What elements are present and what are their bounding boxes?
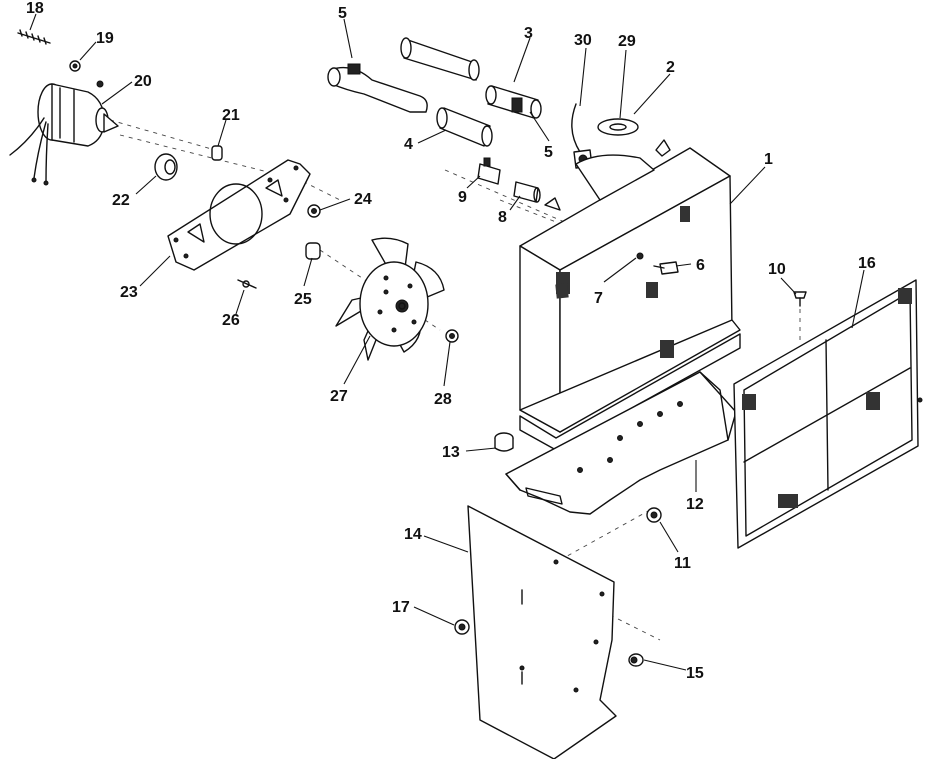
- callout-30: 30: [574, 32, 592, 49]
- part-11-nut: [646, 507, 662, 523]
- part-29-gasket: [597, 118, 639, 136]
- callout-15: 15: [686, 665, 704, 682]
- part-20-fan-motor: [9, 80, 119, 186]
- leader-lines: [29, 13, 865, 671]
- callout-20: 20: [134, 73, 152, 90]
- part-24-nut: [307, 204, 321, 218]
- callout-3: 3: [524, 25, 533, 42]
- part-26-pin: [237, 279, 257, 289]
- callout-21: 21: [222, 107, 240, 124]
- callout-5-upper: 5: [338, 5, 347, 22]
- callout-17: 17: [392, 599, 410, 616]
- part-5-hose-clamp-lower: [511, 97, 523, 113]
- part-19-washer: [69, 60, 81, 72]
- callout-22: 22: [112, 192, 130, 209]
- part-1-radiator: [519, 139, 741, 451]
- callout-7: 7: [594, 290, 603, 307]
- callout-9: 9: [458, 189, 467, 206]
- callout-19: 19: [96, 30, 114, 47]
- part-18-bolt: [17, 29, 51, 45]
- part-23-motor-bracket: [167, 159, 311, 271]
- callout-23: 23: [120, 284, 138, 301]
- callout-18: 18: [26, 0, 44, 17]
- callout-11: 11: [674, 555, 691, 572]
- part-14-side-panel: [467, 505, 617, 759]
- callout-1: 1: [764, 151, 773, 168]
- part-5-hose-clamp-upper: [327, 63, 428, 113]
- part-4-lower-hose: [436, 107, 493, 147]
- callout-6: 6: [696, 257, 705, 274]
- callout-25: 25: [294, 291, 312, 308]
- part-12-radiator-base: [505, 371, 737, 515]
- part-28-nut: [445, 329, 459, 343]
- part-17-nut: [454, 619, 470, 635]
- callout-24: 24: [354, 191, 372, 208]
- part-22-grommet: [154, 153, 178, 181]
- callout-5-lower: 5: [544, 144, 553, 161]
- part-15-plug: [628, 653, 644, 667]
- part-13-rubber-mount: [494, 432, 514, 452]
- part-10-screw: [793, 291, 807, 307]
- callout-4: 4: [404, 136, 413, 153]
- part-8-sleeve: [513, 181, 541, 203]
- part-27-fan-blade: [335, 237, 445, 361]
- callout-13: 13: [442, 444, 460, 461]
- part-9-fitting: [477, 157, 501, 185]
- callout-8: 8: [498, 209, 507, 226]
- callout-28: 28: [434, 391, 452, 408]
- callout-14: 14: [404, 526, 422, 543]
- callout-26: 26: [222, 312, 240, 329]
- part-25-spacer: [305, 242, 321, 260]
- callout-labels: 1 2 3 4 5 5 6 7 8 9 10 11 12 13 14 15 16…: [26, 0, 876, 682]
- callout-10: 10: [768, 261, 786, 278]
- part-6-bolt: [653, 261, 679, 275]
- part-16-radiator-screen: [733, 279, 923, 549]
- part-3-upper-hose: [400, 37, 480, 81]
- callout-12: 12: [686, 496, 704, 513]
- callout-16: 16: [858, 255, 876, 272]
- callout-29: 29: [618, 33, 636, 50]
- callout-27: 27: [330, 388, 348, 405]
- callout-2: 2: [666, 59, 675, 76]
- part-21-spacer: [211, 145, 223, 161]
